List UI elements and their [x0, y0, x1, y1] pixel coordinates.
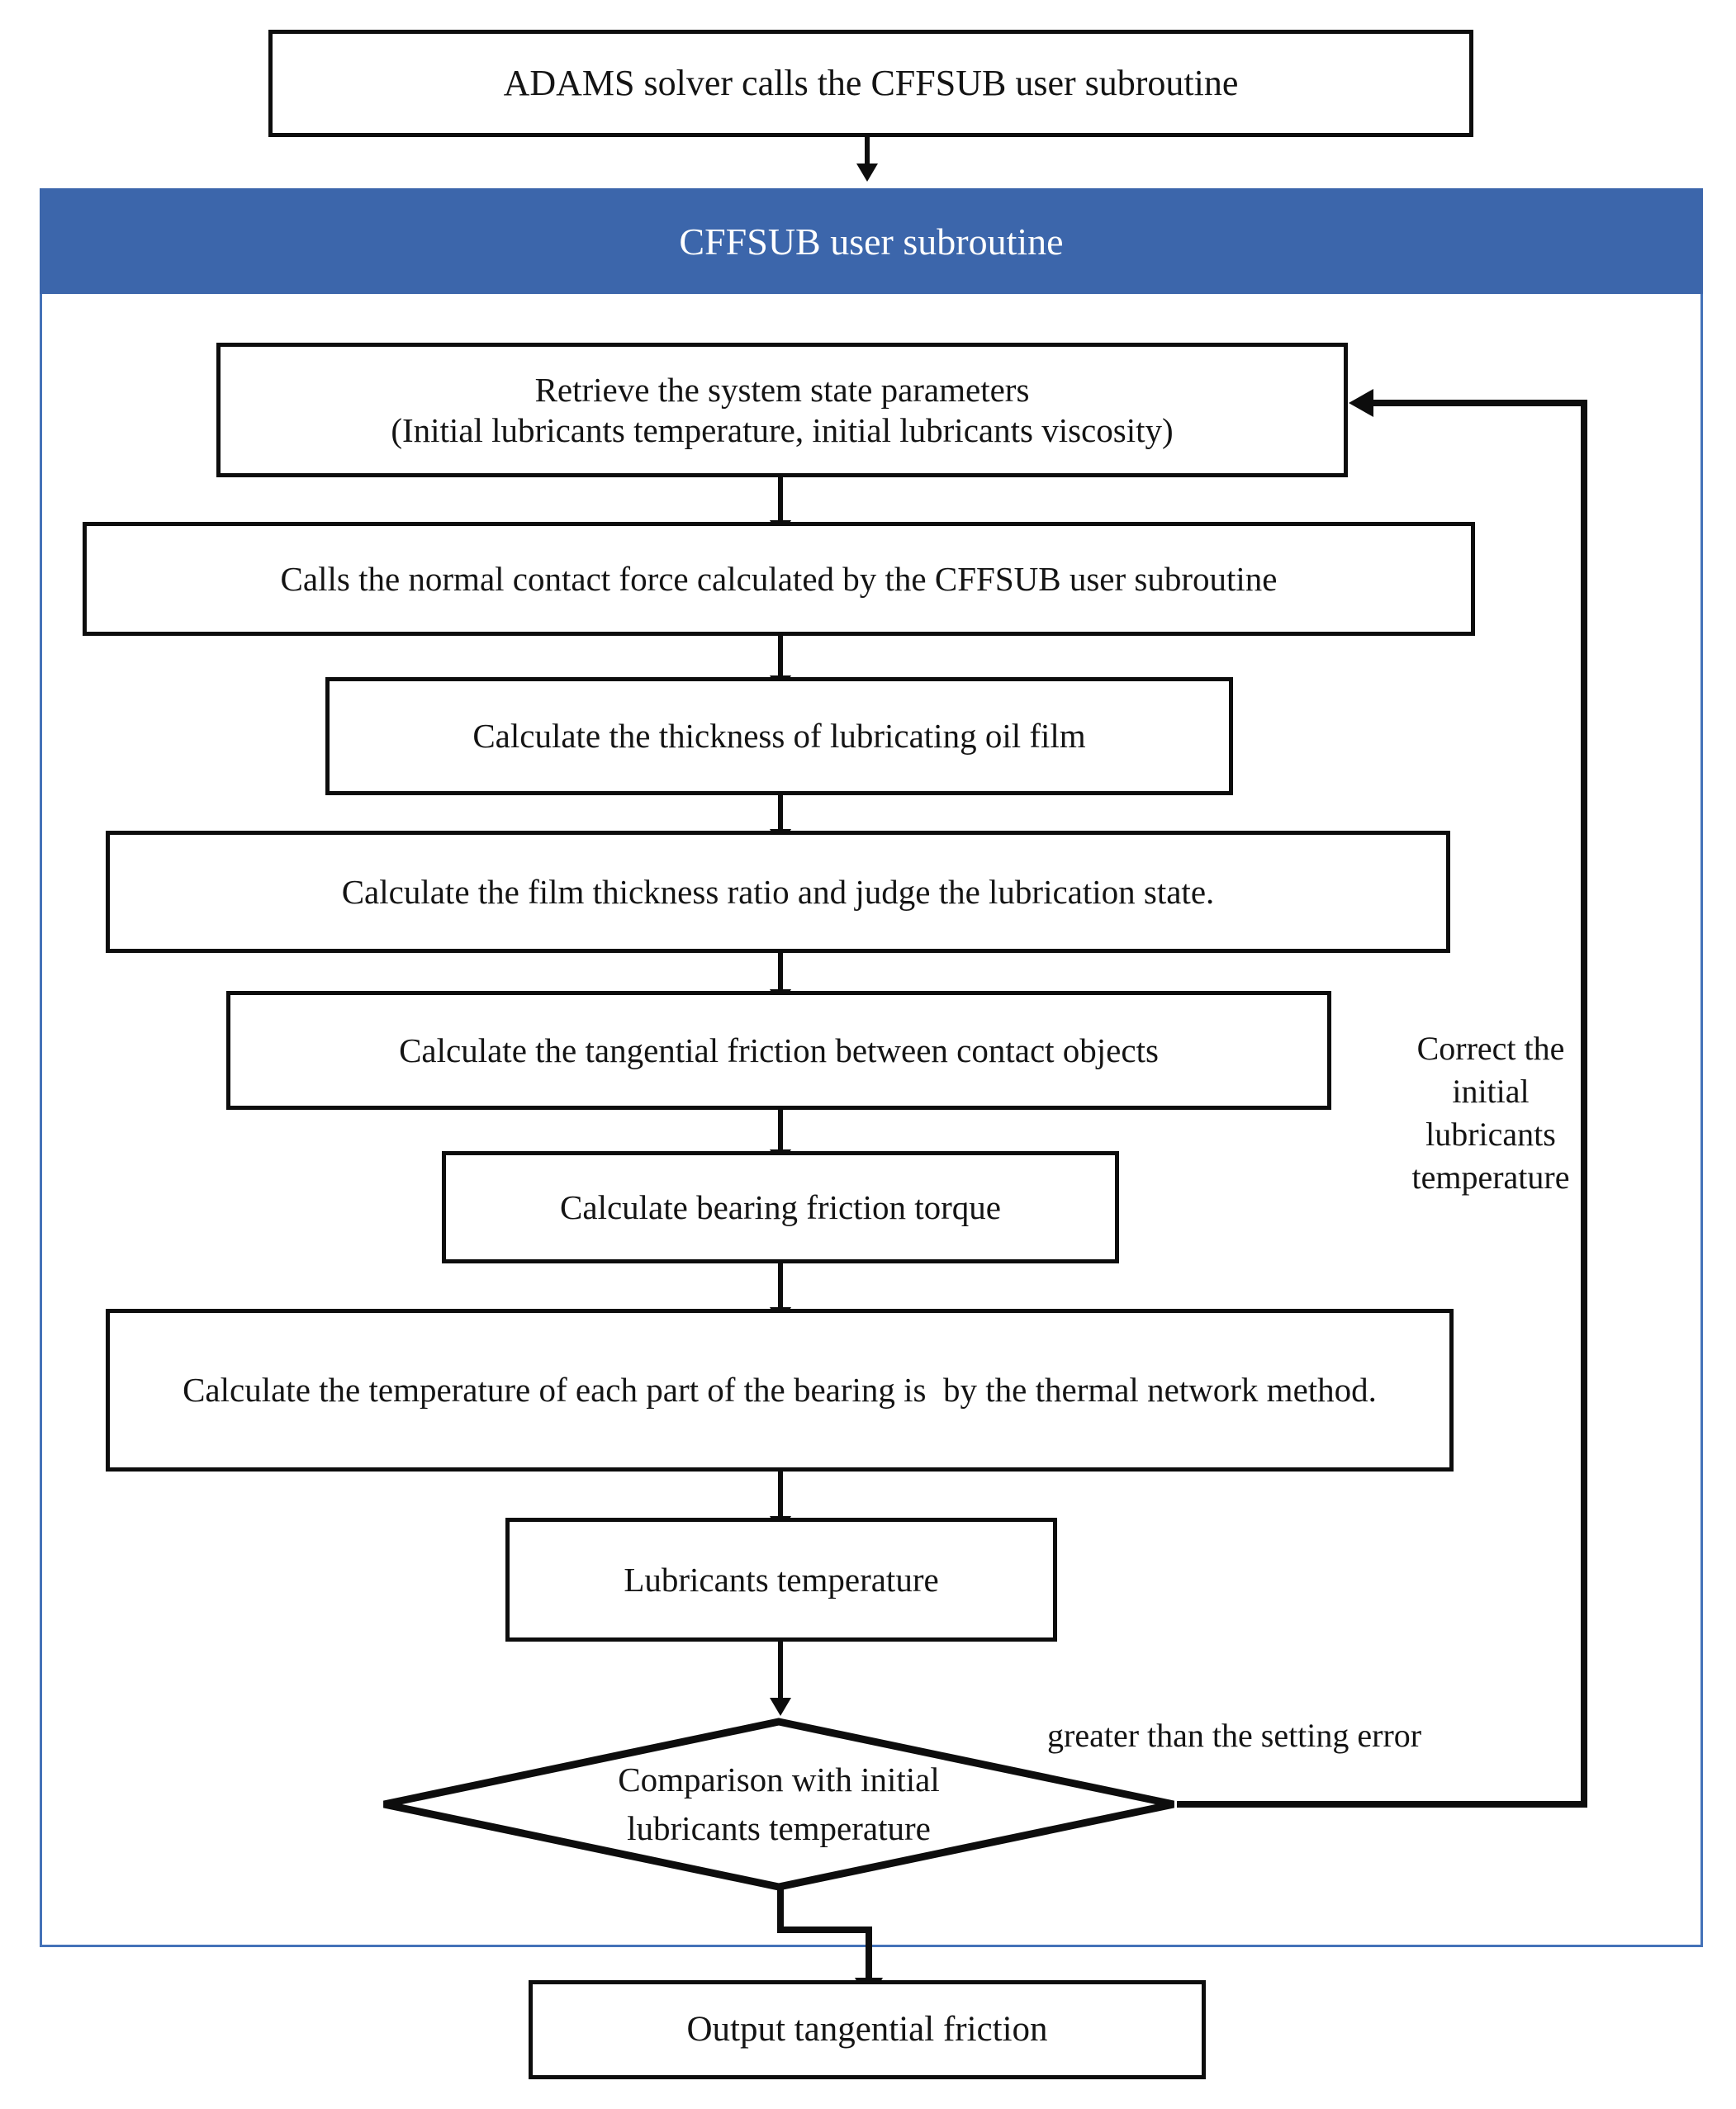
node-calculate-tangential-friction[interactable]: Calculate the tangential friction betwee… — [226, 991, 1331, 1110]
diamond-shape — [383, 1718, 1174, 1891]
node-film-thickness-ratio-lubrication-state[interactable]: Calculate the film thickness ratio and j… — [106, 831, 1450, 953]
node-calls-normal-contact-force[interactable]: Calls the normal contact force calculate… — [83, 522, 1475, 636]
node-entry[interactable]: ADAMS solver calls the CFFSUB user subro… — [268, 30, 1473, 137]
node-step1-label: Retrieve the system state parameters (In… — [391, 371, 1174, 449]
node-step2-label: Calls the normal contact force calculate… — [280, 559, 1278, 598]
node-step5-label: Calculate the tangential friction betwee… — [399, 1031, 1159, 1069]
node-calculate-bearing-friction-torque[interactable]: Calculate bearing friction torque — [442, 1151, 1119, 1263]
node-step4-label: Calculate the film thickness ratio and j… — [341, 872, 1215, 911]
node-thermal-network-temperature[interactable]: Calculate the temperature of each part o… — [106, 1309, 1454, 1472]
node-retrieve-state-parameters[interactable]: Retrieve the system state parameters (In… — [216, 343, 1348, 477]
edge-label-correct-initial-temperature: Correct the initial lubricants temperatu… — [1411, 1030, 1570, 1196]
node-step3-label: Calculate the thickness of lubricating o… — [472, 717, 1086, 756]
node-step6-label: Calculate bearing friction torque — [560, 1187, 1001, 1226]
node-calculate-oil-film-thickness[interactable]: Calculate the thickness of lubricating o… — [325, 677, 1233, 795]
node-entry-label: ADAMS solver calls the CFFSUB user subro… — [503, 63, 1239, 104]
edge-label-greater-than-setting-error: greater than the setting error — [1047, 1717, 1422, 1754]
subroutine-header-banner: CFFSUB user subroutine — [40, 188, 1703, 294]
node-step7-label: Calculate the temperature of each part o… — [183, 1371, 1377, 1410]
node-step8-label: Lubricants temperature — [624, 1560, 939, 1599]
subroutine-header-label: CFFSUB user subroutine — [679, 220, 1064, 263]
node-output-tangential-friction[interactable]: Output tangential friction — [529, 1980, 1206, 2079]
node-output-label: Output tangential friction — [686, 2009, 1048, 2049]
node-lubricants-temperature[interactable]: Lubricants temperature — [505, 1518, 1057, 1642]
